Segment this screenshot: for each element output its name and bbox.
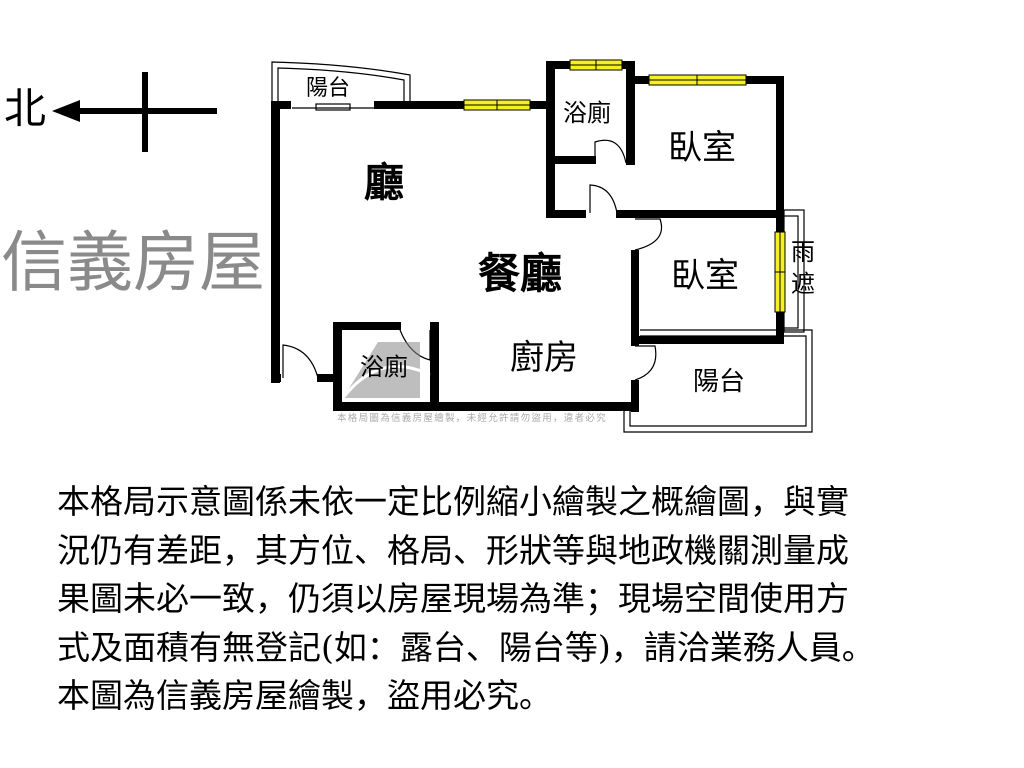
watermark-brand: 信義房屋 [1,224,265,301]
room-label-bedroom-2: 臥室 [671,256,739,296]
room-label-balcony-top: 陽台 [306,76,351,101]
disclaimer-line: 式及面積有無登記(如：露台、陽台等)，請洽業務人員。 [57,627,875,667]
room-label-bedroom-1: 臥室 [668,128,736,168]
room-label-rain-shelter-2: 遮 [791,270,815,298]
room-label-bath-bottom: 浴廁 [360,353,408,381]
room-label-dining: 餐廳 [478,249,563,298]
disclaimer-line: 果圖未必一致，仍須以房屋現場為準；現場空間使用方 [57,579,849,618]
room-label-bath-top: 浴廁 [563,99,611,127]
north-label: 北 [4,84,47,133]
room-label-balcony-bottom: 陽台 [693,367,746,397]
watermark-logo [341,342,431,399]
watermark-notice: 本格局圖為信義房屋繪製，未經允許請勿盜用，違者必究 [337,413,608,424]
room-label-kitchen: 廚房 [510,338,578,378]
room-label-rain-shelter-1: 雨 [791,238,815,266]
north-arrow-icon [52,72,217,152]
walls [271,61,784,412]
disclaimer-line: 本圖為信義房屋繪製，盜用必究。 [57,676,552,715]
disclaimer-text: 本格局示意圖係未依一定比例縮小繪製之概繪圖，與實 況仍有差距，其方位、格局、形狀… [57,478,875,721]
disclaimer-line: 本格局示意圖係未依一定比例縮小繪製之概繪圖，與實 [57,482,849,521]
room-label-living: 廳 [364,160,404,206]
windows [463,59,786,313]
disclaimer-line: 況仍有差距，其方位、格局、形狀等與地政機關測量成 [57,530,849,570]
